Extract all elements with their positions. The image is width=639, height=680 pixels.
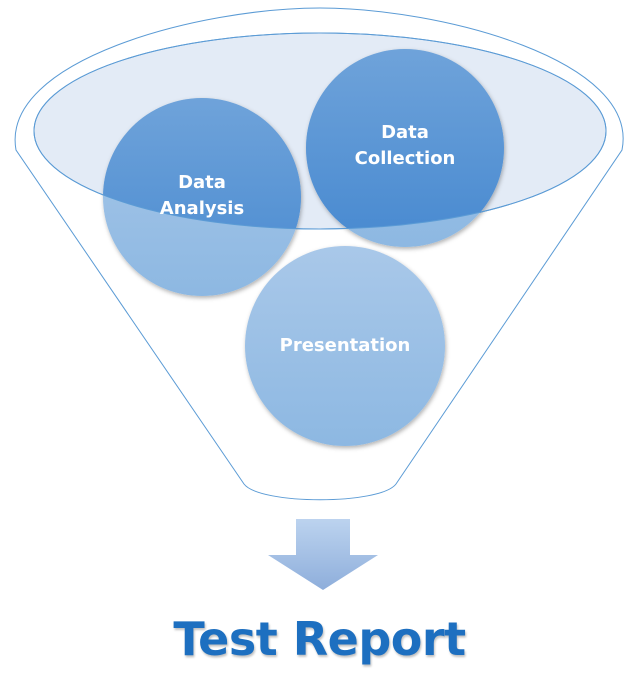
circle-presentation	[245, 246, 445, 446]
arrow-down-icon	[268, 519, 378, 590]
funnel-outline	[14, 7, 624, 501]
label-data-analysis: Data Analysis	[159, 172, 245, 219]
label-presentation: Presentation	[279, 335, 411, 356]
output-title: Test Report	[173, 612, 466, 666]
label-data-collection: Data Collection	[354, 122, 456, 169]
